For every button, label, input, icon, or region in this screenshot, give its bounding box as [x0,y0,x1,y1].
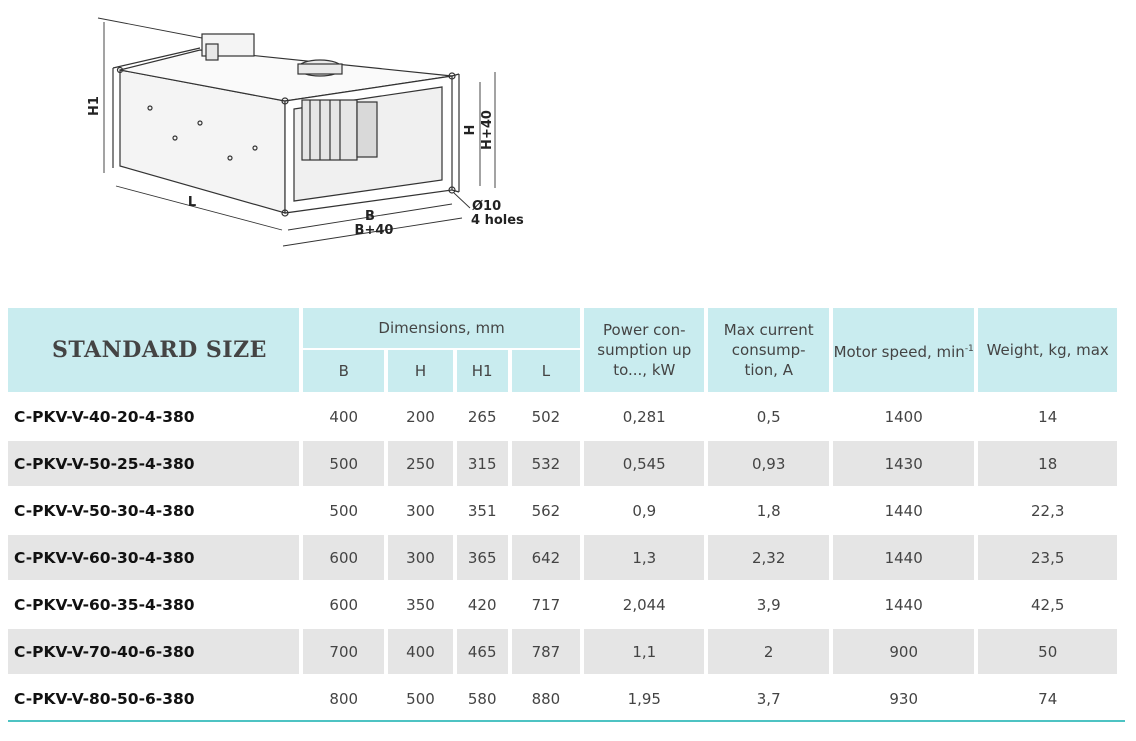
weight-cell: 74 [1038,689,1058,708]
table-row: C-PKV-V-50-25-4-380 500 250 315 532 0,54… [8,441,1117,486]
h1-cell: 365 [456,535,508,580]
label-l: L [188,195,196,210]
speed-cell: 900 [832,629,975,674]
current-cell: 0,93 [708,441,829,486]
power-cell: 0,281 [622,407,666,426]
weight-cell: 18 [978,441,1117,486]
power-cell: 1,1 [584,629,705,674]
current-cell: 3,7 [756,689,781,708]
h-cell: 400 [388,629,453,674]
l-cell: 532 [511,441,581,486]
weight-header: Weight, kg, max [978,308,1117,392]
model-cell: C-PKV-V-60-30-4-380 [8,535,300,580]
b-cell: 500 [329,501,359,520]
weight-cell: 14 [1038,407,1058,426]
table-row: C-PKV-V-60-35-4-380 600 350 420 717 2,04… [8,582,1117,627]
speed-cell: 1440 [832,535,975,580]
current-cell: 3,9 [756,595,781,614]
b-cell: 500 [303,441,385,486]
power-cell: 1,3 [584,535,705,580]
l-cell: 502 [531,407,561,426]
b-cell: 700 [303,629,385,674]
l-cell: 562 [531,501,561,520]
table-row: C-PKV-V-80-50-6-380 800 500 580 880 1,95… [8,676,1117,721]
model-cell: C-PKV-V-60-35-4-380 [14,595,195,614]
label-hole-count: 4 holes [471,213,524,228]
bottom-accent-rule [8,720,1125,722]
speed-header-text: Motor speed, min [833,342,965,361]
power-cell: 0,9 [632,501,657,520]
h-cell: 250 [388,441,453,486]
b-cell: 600 [329,595,359,614]
model-cell: C-PKV-V-70-40-6-380 [8,629,300,674]
label-h: H [463,125,478,136]
power-header: Power con-sumption up to..., kW [584,308,705,392]
fan-dimension-drawing: H1 L B B+40 H H+40 Ø10 4 holes [87,17,524,247]
label-h40: H+40 [480,110,495,150]
dim-col-l: L [511,350,581,392]
h1-cell: 465 [456,629,508,674]
speed-cell: 1400 [884,407,923,426]
speed-header-sup: -1 [964,343,974,354]
dim-col-h: H [388,350,453,392]
h1-cell: 315 [456,441,508,486]
b-cell: 400 [329,407,359,426]
l-cell: 880 [531,689,561,708]
speed-header: Motor speed, min-1 [832,308,975,392]
label-b40: B+40 [355,223,394,238]
weight-cell: 23,5 [978,535,1117,580]
power-cell: 0,545 [584,441,705,486]
speed-cell: 930 [889,689,918,708]
model-cell: C-PKV-V-50-25-4-380 [8,441,300,486]
weight-cell: 22,3 [1031,501,1065,520]
speed-cell: 1430 [832,441,975,486]
b-cell: 800 [329,689,359,708]
b-cell: 600 [303,535,385,580]
power-cell: 2,044 [622,595,666,614]
label-h1: H1 [87,96,102,116]
label-hole-diameter: Ø10 [472,199,501,214]
power-cell: 1,95 [627,689,661,708]
weight-cell: 50 [978,629,1117,674]
l-cell: 642 [511,535,581,580]
table-row: C-PKV-V-70-40-6-380 700 400 465 787 1,1 … [8,629,1117,674]
model-cell: C-PKV-V-50-30-4-380 [14,501,195,520]
current-cell: 1,8 [756,501,781,520]
h1-cell: 265 [467,407,497,426]
weight-cell: 42,5 [1031,595,1065,614]
h-cell: 200 [406,407,435,426]
h1-cell: 420 [467,595,497,614]
model-cell: C-PKV-V-80-50-6-380 [14,689,195,708]
l-cell: 717 [531,595,561,614]
speed-cell: 1440 [884,501,923,520]
table-row: C-PKV-V-40-20-4-380 400 200 265 502 0,28… [8,394,1117,439]
dim-col-b: B [303,350,385,392]
standard-size-header: STANDARD SIZE [8,308,300,392]
table-row: C-PKV-V-50-30-4-380 500 300 351 562 0,9 … [8,488,1117,533]
dimension-labels: H1 L B B+40 H H+40 Ø10 4 holes [87,96,524,238]
model-cell: C-PKV-V-40-20-4-380 [14,407,195,426]
h1-cell: 351 [467,501,497,520]
h-cell: 300 [406,501,435,520]
h1-cell: 580 [467,689,497,708]
current-cell: 2 [708,629,829,674]
spec-table: STANDARD SIZE Dimensions, mm Power con-s… [4,306,1121,723]
table-row: C-PKV-V-60-30-4-380 600 300 365 642 1,3 … [8,535,1117,580]
current-header: Max current consump-tion, A [708,308,829,392]
h-cell: 300 [388,535,453,580]
dim-col-h1: H1 [456,350,508,392]
l-cell: 787 [511,629,581,674]
h-cell: 500 [406,689,435,708]
current-cell: 2,32 [708,535,829,580]
label-b: B [365,209,375,224]
dimensions-header: Dimensions, mm [303,308,581,348]
h-cell: 350 [406,595,435,614]
current-cell: 0,5 [756,407,781,426]
speed-cell: 1440 [884,595,923,614]
